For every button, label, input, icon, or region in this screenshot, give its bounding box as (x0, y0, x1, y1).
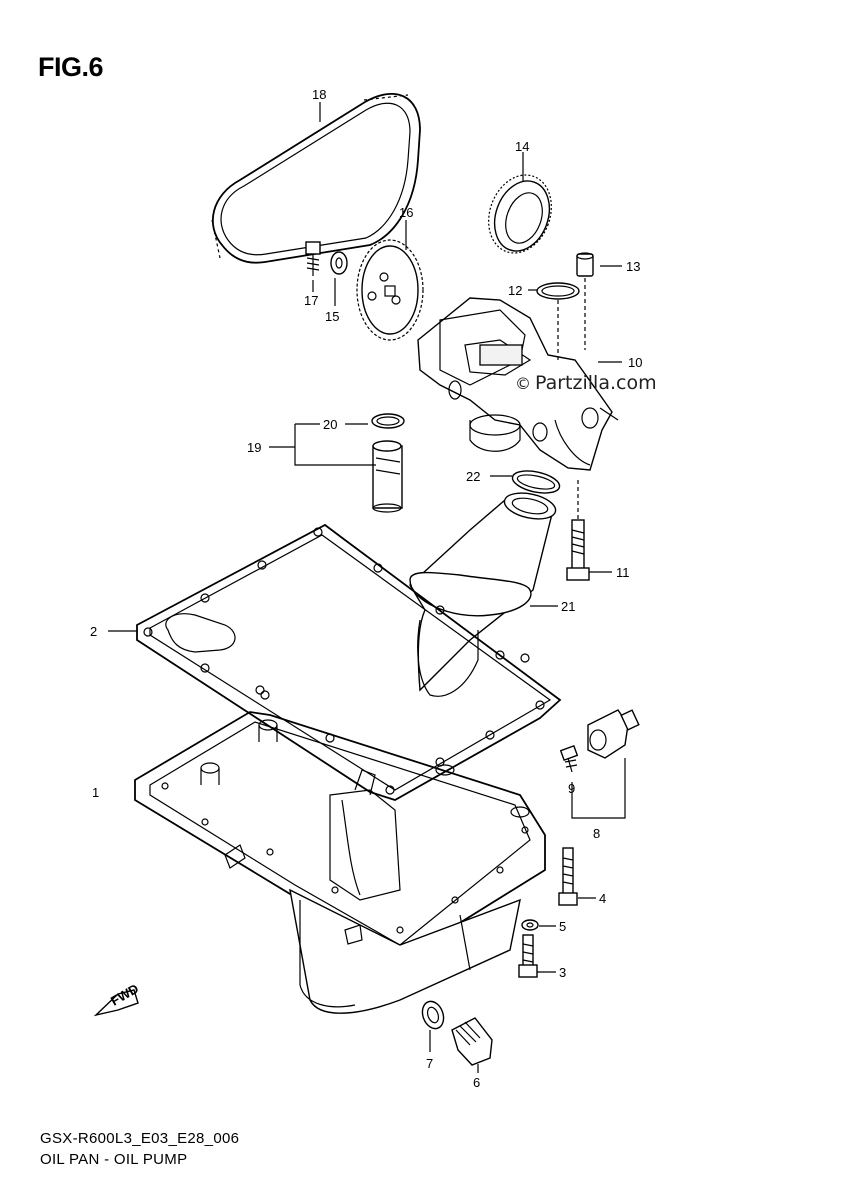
bolt[interactable] (305, 241, 321, 276)
part-label[interactable]: 19 (247, 440, 261, 455)
part-label[interactable]: 12 (508, 283, 522, 298)
long-bolt[interactable] (566, 480, 590, 581)
part-label[interactable]: 13 (626, 259, 640, 274)
copyright-symbol: © (515, 374, 531, 393)
watermark-text: Partzilla.com (535, 372, 657, 394)
oil-pump-driven-gear[interactable] (478, 166, 562, 262)
oil-pressure-switch[interactable] (587, 709, 640, 759)
fwd-arrow-icon: FWD (93, 981, 141, 1017)
o-ring-small[interactable] (371, 413, 405, 429)
part-label[interactable]: 10 (628, 355, 642, 370)
oil-pan-gasket[interactable] (136, 523, 562, 801)
part-labels: 1 2 3 4 5 6 7 8 9 10 11 12 13 14 15 16 1… (90, 87, 642, 1090)
part-label[interactable]: 21 (561, 599, 575, 614)
diagram-name: OIL PAN - OIL PUMP (40, 1151, 188, 1168)
watermark: ©Partzilla.com (515, 372, 657, 394)
part-label[interactable]: 9 (568, 781, 575, 796)
switch-bolt[interactable] (559, 745, 579, 773)
part-label[interactable]: 1 (92, 785, 99, 800)
part-label[interactable]: 22 (466, 469, 480, 484)
part-label[interactable]: 20 (323, 417, 337, 432)
strainer-o-ring[interactable] (510, 467, 561, 497)
dowel-pin[interactable] (576, 252, 594, 350)
part-label[interactable]: 5 (559, 919, 566, 934)
o-ring[interactable] (536, 282, 580, 360)
part-label[interactable]: 11 (616, 565, 630, 580)
part-label[interactable]: 16 (399, 205, 413, 220)
cam-chain[interactable] (211, 93, 421, 264)
part-label[interactable]: 14 (515, 139, 529, 154)
part-label[interactable]: 8 (593, 826, 600, 841)
oil-relief-valve[interactable] (372, 440, 403, 513)
part-label[interactable]: 17 (304, 293, 318, 308)
oil-strainer[interactable] (409, 489, 558, 697)
part-label[interactable]: 4 (599, 891, 606, 906)
part-label[interactable]: 7 (426, 1056, 433, 1071)
leader-lines (108, 102, 626, 1073)
gasket-washer[interactable] (521, 919, 539, 931)
part-label[interactable]: 2 (90, 624, 97, 639)
oil-pump-assembly[interactable] (417, 297, 619, 471)
oil-pan[interactable] (134, 711, 546, 1014)
drain-plug-gasket[interactable] (419, 998, 447, 1031)
part-label[interactable]: 3 (559, 965, 566, 980)
oil-pan-bolt-long[interactable] (558, 847, 578, 906)
part-label[interactable]: 18 (312, 87, 326, 102)
diagram-code: GSX-R600L3_E03_E28_006 (40, 1130, 240, 1147)
part-label[interactable]: 6 (473, 1075, 480, 1090)
oil-pan-bolt[interactable] (518, 934, 538, 978)
washer[interactable] (330, 251, 348, 275)
oil-drain-plug[interactable] (451, 1017, 493, 1066)
part-label[interactable]: 15 (325, 309, 339, 324)
figure-title: FIG.6 (38, 52, 104, 82)
oil-pump-drive-sprocket[interactable] (356, 239, 424, 341)
